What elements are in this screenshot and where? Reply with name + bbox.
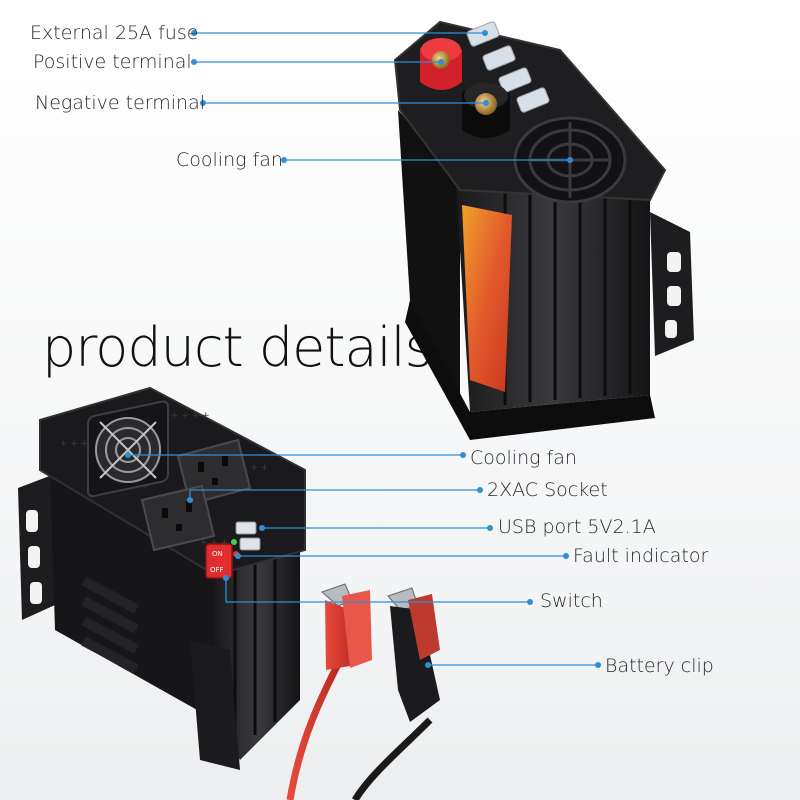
rocker-switch-icon [205,543,233,579]
usb-port-icon [235,521,261,551]
ac-socket-icon [140,484,216,552]
led-indicator-icon [231,539,237,545]
switch-off-text: OFF [210,566,224,574]
label-positive-terminal: Positive terminal [33,51,192,73]
svg-text:+ + + +: + + + + [60,439,99,449]
brand-label-panel [462,205,512,392]
switch-on-text: ON [212,550,223,558]
svg-text:+ + + + + +: + + + + + + [150,411,210,421]
fuse-icon [466,21,550,113]
label-external-fuse: External 25A fuse [30,22,199,44]
label-fault-indicator: Fault indicator [573,545,709,567]
svg-text:+ + +: + + + [240,463,268,473]
label-switch: Switch [540,590,603,612]
label-cooling-fan-top: Cooling fan [176,149,283,171]
label-battery-clip: Battery clip [605,655,714,677]
negative-terminal [462,83,510,138]
alligator-clip-icon [286,583,440,800]
label-usb-port: USB port 5V2.1A [498,516,656,538]
top-inverter [393,20,694,440]
label-negative-terminal: Negative terminal [35,92,206,114]
fan-grille-icon [87,400,169,498]
label-cooling-fan-bottom: Cooling fan [470,447,577,469]
svg-text:+ + + + +: + + + + + [200,538,249,548]
page-title: product details [42,316,433,379]
label-ac-socket: 2XAC Socket [487,479,608,501]
callout-lines [125,30,601,668]
bottom-inverter: + + + + + + + + + + + + + + + + + + + + … [18,386,306,770]
